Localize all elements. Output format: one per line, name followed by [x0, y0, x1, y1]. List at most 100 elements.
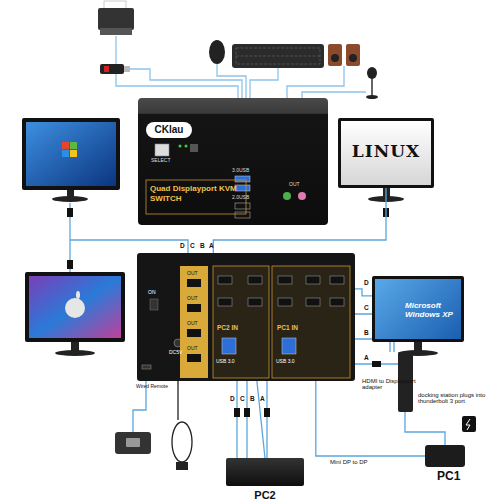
port-letter: C [190, 243, 198, 250]
display-cable [70, 240, 188, 253]
port-label: ON [148, 290, 162, 295]
dp-port [278, 276, 292, 284]
dp-port [278, 298, 292, 306]
dp-port [306, 298, 320, 306]
monitor-bezel [25, 272, 125, 342]
port-label: docking station plugs into thunderbolt 3… [418, 392, 488, 405]
usb-stick [100, 64, 124, 74]
pc2-cable [236, 381, 237, 458]
mouse [209, 40, 225, 64]
kvm-back-panel: PC2 IN PC1 IN [137, 253, 355, 381]
dp-port [187, 279, 201, 287]
port-letter: D [230, 396, 238, 403]
printer-body [98, 8, 134, 30]
hotkey-button [190, 144, 198, 152]
dc-jack [174, 339, 182, 347]
pc2-cable [266, 381, 267, 458]
thunderbolt-cable [405, 412, 445, 445]
port-label: Wired Remote [136, 384, 176, 389]
printer-tray [100, 28, 132, 35]
port-letter: C [364, 305, 372, 312]
pc1-panel [272, 266, 350, 378]
dp-port [248, 276, 262, 284]
cable-connector [213, 188, 386, 253]
remote-port [142, 365, 151, 369]
dp-port [248, 298, 262, 306]
dp-port [306, 276, 320, 284]
select-button [155, 144, 169, 156]
port-letter: A [209, 243, 217, 250]
port-label: OUT [289, 182, 309, 187]
pc1-mini-pc: PC1 [425, 445, 465, 467]
power-coil [172, 422, 192, 462]
dp-plug [67, 260, 73, 269]
port-letter: A [260, 396, 268, 403]
port-label: OUT [187, 271, 207, 276]
keyboard-keys [236, 56, 320, 57]
microphone-stem [371, 78, 373, 96]
dp-port [330, 298, 344, 306]
usb-stick-plug [124, 66, 130, 72]
dp-plug [244, 408, 250, 417]
node-title: Microsoft Windows XP [405, 301, 461, 319]
port-label: SELECT [151, 158, 181, 163]
monitor-stand [71, 342, 79, 351]
port-letter: B [200, 243, 208, 250]
dp-port [218, 298, 232, 306]
dp-port [330, 276, 344, 284]
monitor-stand [383, 188, 390, 197]
out-panel [180, 266, 208, 378]
node-text: PC1 IN [277, 324, 327, 331]
usb3-port [235, 176, 250, 182]
windows-logo [62, 150, 69, 157]
apple-logo [65, 298, 85, 318]
monitor-screen: LINUX [338, 118, 434, 188]
cable-connector [355, 289, 372, 296]
power-plug [176, 462, 188, 470]
monitor-screen [26, 122, 116, 186]
led [179, 145, 182, 148]
port-label: OUT [187, 321, 207, 326]
hdmi-adapter [372, 361, 381, 367]
monitor-bezel [22, 118, 120, 190]
port-letter: B [364, 330, 372, 337]
usb2-port [235, 203, 250, 209]
monitor-foot [52, 196, 88, 202]
thunderbolt-icon [462, 416, 476, 432]
port-label: OUT [187, 296, 207, 301]
monitor-foot [55, 350, 95, 356]
usb-stick-band [104, 66, 109, 72]
port-label: 2.0USB [232, 195, 262, 200]
port-letter: D [180, 243, 188, 250]
node-text: Quad Displayport KVM SWITCH [150, 184, 242, 204]
port-label: DC5V [169, 350, 189, 355]
dp-plug [234, 408, 240, 417]
led [185, 145, 188, 148]
monitor-screen [29, 276, 121, 338]
cable-connector [257, 381, 265, 458]
port-label: USB 3.0 [216, 359, 246, 364]
port-letter: A [364, 355, 372, 362]
cable-connector [316, 381, 425, 456]
speaker [328, 44, 342, 66]
port-letter: B [250, 396, 258, 403]
node-title: PC2 [226, 489, 304, 500]
port-label: HDMI to Displayport adapter [362, 378, 422, 391]
port-label: 3.0USB [232, 168, 262, 173]
usb3-port [222, 338, 236, 354]
node-title: PC2 IN [217, 324, 267, 331]
power-cable [177, 381, 178, 420]
audio-jack [298, 192, 306, 200]
thunderbolt-bolt [466, 419, 470, 430]
usb2-port [235, 212, 250, 218]
port-letter: D [364, 280, 372, 287]
keyboard [232, 44, 324, 68]
speaker-cone [331, 54, 339, 62]
microphone-base [366, 95, 378, 99]
dp-plug [67, 208, 73, 217]
dp-plug [383, 208, 389, 217]
remote-button [126, 438, 140, 447]
usb3-port [235, 185, 250, 191]
